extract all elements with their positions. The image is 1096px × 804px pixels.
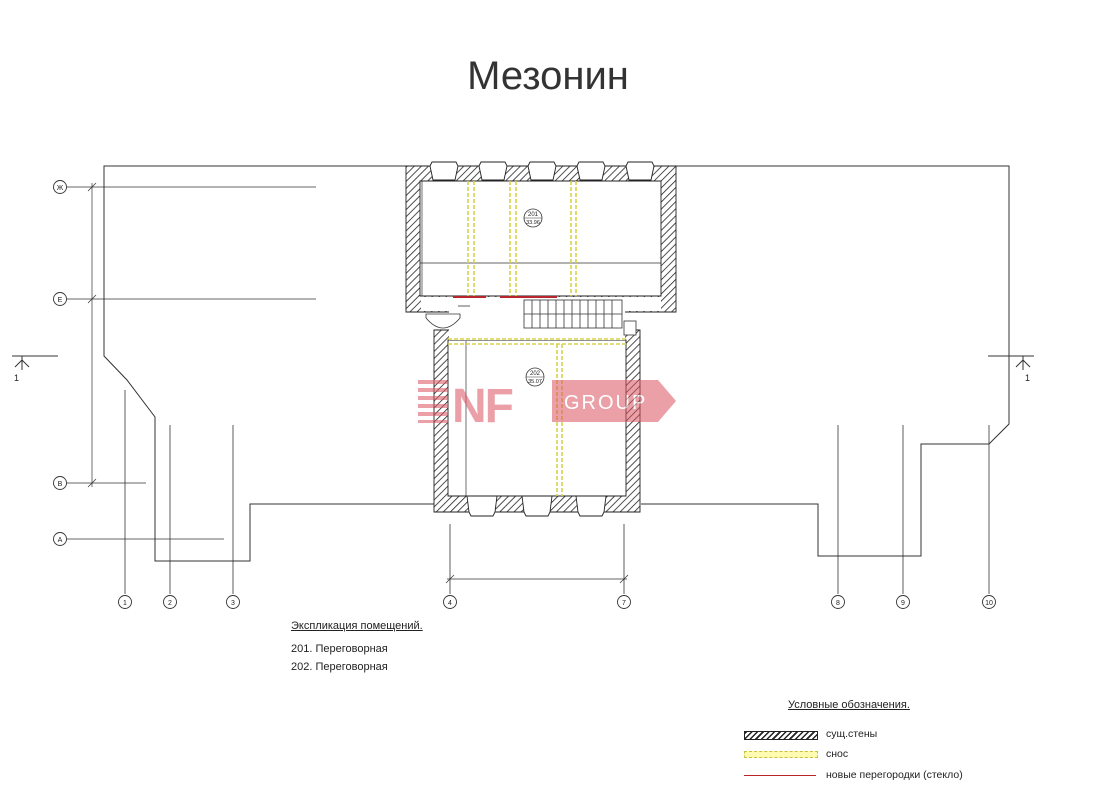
room-area: 35.07 <box>528 379 542 385</box>
legend-swatch-new-partitions <box>744 775 816 776</box>
axis-label: 10 <box>985 600 993 607</box>
watermark-logo: NF GROUP <box>418 380 676 424</box>
stair <box>523 299 637 336</box>
axis-bubble-e: Е <box>53 292 67 306</box>
legend-label-demolition: снос <box>826 748 849 760</box>
legend-title: Условные обозначения. <box>788 699 910 711</box>
axis-bubble-2: 2 <box>163 595 177 609</box>
axis-label: В <box>58 481 63 488</box>
axis-label: 3 <box>231 600 235 607</box>
axis-label: 4 <box>448 600 452 607</box>
dimension-lines <box>87 181 662 584</box>
explication-item: 201. Переговорная <box>291 643 388 655</box>
axis-bubble-8: 8 <box>831 595 845 609</box>
watermark-stripes-icon <box>418 380 448 423</box>
building-outline <box>103 165 1010 562</box>
section-marks <box>12 355 1034 370</box>
axis-label: 8 <box>836 600 840 607</box>
axis-label: Ж <box>57 185 64 192</box>
section-mark-right: 1 <box>1025 373 1030 383</box>
axis-label: 2 <box>168 600 172 607</box>
section-mark-left: 1 <box>14 373 19 383</box>
axis-bubble-1: 1 <box>118 595 132 609</box>
axis-label: 7 <box>622 600 626 607</box>
page-title: Мезонин <box>467 54 629 98</box>
explication-title: Экспликация помещений. <box>291 620 423 632</box>
windows <box>429 161 655 517</box>
demolition-lines <box>448 181 626 496</box>
room-number: 201 <box>528 212 539 218</box>
legend-label-new-partitions: новые перегородки (стекло) <box>826 769 963 781</box>
watermark-suffix: GROUP <box>564 392 647 414</box>
axis-bubble-9: 9 <box>896 595 910 609</box>
legend-swatch-walls <box>744 731 818 740</box>
watermark-arrow-shape <box>552 380 676 422</box>
axis-label: 1 <box>123 600 127 607</box>
axis-bubble-a: А <box>53 532 67 546</box>
axis-lines <box>66 186 990 594</box>
axis-label: А <box>58 537 63 544</box>
axis-bubble-3: 3 <box>226 595 240 609</box>
axis-bubble-zh: Ж <box>53 180 67 194</box>
watermark-brand: NF <box>452 380 513 424</box>
room-tag-202: 202 35.07 <box>525 367 545 387</box>
axis-label: Е <box>58 297 63 304</box>
axis-bubble-7: 7 <box>617 595 631 609</box>
room-area: 33.96 <box>526 220 540 226</box>
axis-bubble-v: В <box>53 476 67 490</box>
axis-label: 9 <box>901 600 905 607</box>
room-tag-201: 201 33.96 <box>523 208 543 228</box>
fixture <box>425 305 470 329</box>
legend-swatch-demolition <box>744 751 818 758</box>
explication-item: 202. Переговорная <box>291 661 388 673</box>
axis-bubble-4: 4 <box>443 595 457 609</box>
room-number: 202 <box>530 371 541 377</box>
legend-label-walls: сущ.стены <box>826 728 878 740</box>
axis-bubble-10: 10 <box>982 595 996 609</box>
